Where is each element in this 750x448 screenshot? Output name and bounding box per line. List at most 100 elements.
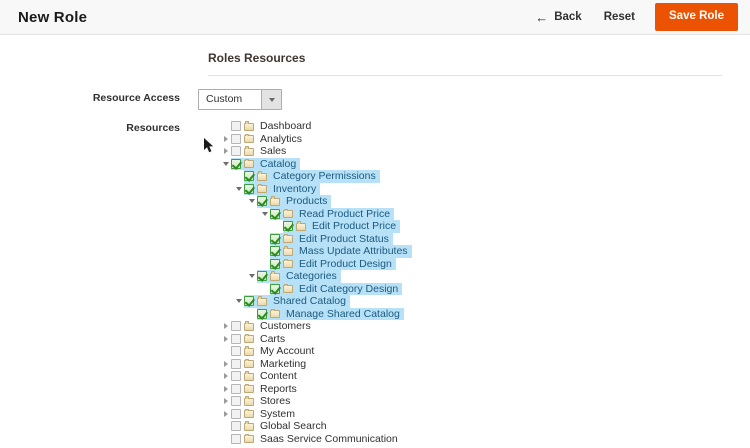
chevron-right-icon[interactable] [220, 383, 231, 395]
checkbox-unchecked-icon[interactable] [231, 333, 241, 344]
tree-node-body[interactable]: Customers [231, 320, 313, 333]
tree-node-label[interactable]: Sales [260, 145, 287, 157]
chevron-down-icon[interactable] [220, 158, 231, 170]
tree-node[interactable]: My Account [220, 345, 694, 358]
tree-node[interactable]: Edit Product Price [220, 220, 694, 233]
checkbox-checked-icon[interactable] [244, 171, 254, 182]
tree-node-label[interactable]: Shared Catalog [271, 295, 348, 308]
checkbox-checked-icon[interactable] [244, 183, 254, 194]
checkbox-unchecked-icon[interactable] [231, 421, 241, 432]
checkbox-unchecked-icon[interactable] [231, 371, 241, 382]
chevron-down-icon[interactable] [261, 90, 281, 109]
checkbox-unchecked-icon[interactable] [231, 396, 241, 407]
tree-node-body[interactable]: Edit Category Design [270, 282, 403, 295]
tree-node[interactable]: Inventory [220, 182, 694, 195]
tree-node-body[interactable]: Catalog [231, 157, 301, 170]
checkbox-unchecked-icon[interactable] [231, 121, 241, 132]
reset-button[interactable]: Reset [598, 7, 641, 27]
checkbox-checked-icon[interactable] [257, 196, 267, 207]
chevron-right-icon[interactable] [220, 395, 231, 407]
chevron-right-icon[interactable] [220, 370, 231, 382]
tree-node[interactable]: Manage Shared Catalog [220, 307, 694, 320]
chevron-right-icon[interactable] [220, 145, 231, 157]
back-button[interactable]: ← Back [533, 7, 584, 28]
tree-node-body[interactable]: Dashboard [231, 120, 313, 133]
tree-node-body[interactable]: System [231, 408, 297, 421]
tree-node[interactable]: Edit Category Design [220, 282, 694, 295]
tree-node-body[interactable]: Sales [231, 145, 288, 158]
tree-node-body[interactable]: Saas Service Communication [231, 433, 400, 446]
tree-node[interactable]: Global Search [220, 420, 694, 433]
tree-node-body[interactable]: Inventory [244, 182, 321, 195]
tree-node[interactable]: Mass Update Attributes [220, 245, 694, 258]
tree-node-body[interactable]: Global Search [231, 420, 329, 433]
tree-node[interactable]: Content [220, 370, 694, 383]
checkbox-unchecked-icon[interactable] [231, 321, 241, 332]
chevron-right-icon[interactable] [220, 358, 231, 370]
tree-node-body[interactable]: Category Permissions [244, 170, 380, 183]
tree-node-label[interactable]: Analytics [260, 132, 303, 145]
tree-node-body[interactable]: Content [231, 370, 299, 383]
tree-node-body[interactable]: Stores [231, 395, 292, 408]
tree-node-label[interactable]: Edit Product Status [297, 232, 391, 245]
checkbox-checked-icon[interactable] [270, 233, 280, 244]
tree-node-body[interactable]: Shared Catalog [244, 295, 350, 308]
checkbox-checked-icon[interactable] [257, 271, 267, 282]
tree-node-body[interactable]: Products [257, 195, 332, 208]
tree-node-body[interactable]: Analytics [231, 133, 304, 146]
chevron-right-icon[interactable] [220, 133, 231, 145]
checkbox-unchecked-icon[interactable] [231, 358, 241, 369]
tree-node-label[interactable]: Edit Product Design [297, 257, 394, 270]
chevron-down-icon[interactable] [246, 270, 257, 282]
tree-node-label[interactable]: Customers [260, 320, 311, 332]
chevron-right-icon[interactable] [220, 408, 231, 420]
tree-node[interactable]: Analytics [220, 133, 694, 146]
checkbox-checked-icon[interactable] [244, 296, 254, 307]
tree-node[interactable]: Saas Service Communication [220, 433, 694, 446]
resource-access-select[interactable]: Custom [198, 89, 282, 110]
tree-node-body[interactable]: Edit Product Status [270, 232, 393, 245]
tree-node-body[interactable]: Edit Product Price [283, 220, 401, 233]
chevron-down-icon[interactable] [246, 195, 257, 207]
tree-node-label[interactable]: System [260, 407, 296, 420]
tree-node-body[interactable]: Manage Shared Catalog [257, 307, 404, 320]
tree-node-label[interactable]: Mass Update Attributes [297, 245, 410, 258]
chevron-right-icon[interactable] [220, 320, 231, 332]
tree-node-label[interactable]: Marketing [260, 357, 307, 370]
tree-node[interactable]: Products [220, 195, 694, 208]
tree-node-body[interactable]: Edit Product Design [270, 257, 396, 270]
tree-node[interactable]: Categories [220, 270, 694, 283]
tree-node-body[interactable]: My Account [231, 345, 316, 358]
tree-node-label[interactable]: Carts [260, 332, 286, 345]
tree-node-body[interactable]: Mass Update Attributes [270, 245, 412, 258]
tree-node-label[interactable]: Category Permissions [271, 170, 378, 183]
checkbox-checked-icon[interactable] [270, 246, 280, 257]
tree-node-body[interactable]: Categories [257, 270, 341, 283]
checkbox-checked-icon[interactable] [270, 208, 280, 219]
tree-node[interactable]: Edit Product Design [220, 257, 694, 270]
checkbox-checked-icon[interactable] [257, 308, 267, 319]
resource-access-value[interactable]: Custom [199, 90, 261, 109]
tree-node-label[interactable]: My Account [260, 345, 315, 357]
chevron-down-icon[interactable] [233, 295, 244, 307]
checkbox-checked-icon[interactable] [270, 283, 280, 294]
tree-node-body[interactable]: Reports [231, 383, 299, 396]
checkbox-unchecked-icon[interactable] [231, 383, 241, 394]
tree-node-label[interactable]: Dashboard [260, 120, 312, 132]
tree-node-body[interactable]: Read Product Price [270, 207, 395, 220]
tree-node-label[interactable]: Stores [260, 395, 291, 407]
chevron-down-icon[interactable] [233, 183, 244, 195]
tree-node-label[interactable]: Saas Service Communication [260, 432, 398, 445]
save-role-button[interactable]: Save Role [655, 3, 738, 31]
tree-node[interactable]: Marketing [220, 358, 694, 371]
tree-node[interactable]: Read Product Price [220, 207, 694, 220]
checkbox-unchecked-icon[interactable] [231, 433, 241, 444]
tree-node[interactable]: Edit Product Status [220, 232, 694, 245]
tree-node[interactable]: Catalog [220, 157, 694, 170]
checkbox-unchecked-icon[interactable] [231, 346, 241, 357]
tree-node-label[interactable]: Manage Shared Catalog [284, 307, 402, 320]
tree-node-label[interactable]: Categories [284, 270, 339, 283]
tree-node-label[interactable]: Catalog [258, 157, 299, 170]
chevron-down-icon[interactable] [259, 208, 270, 220]
